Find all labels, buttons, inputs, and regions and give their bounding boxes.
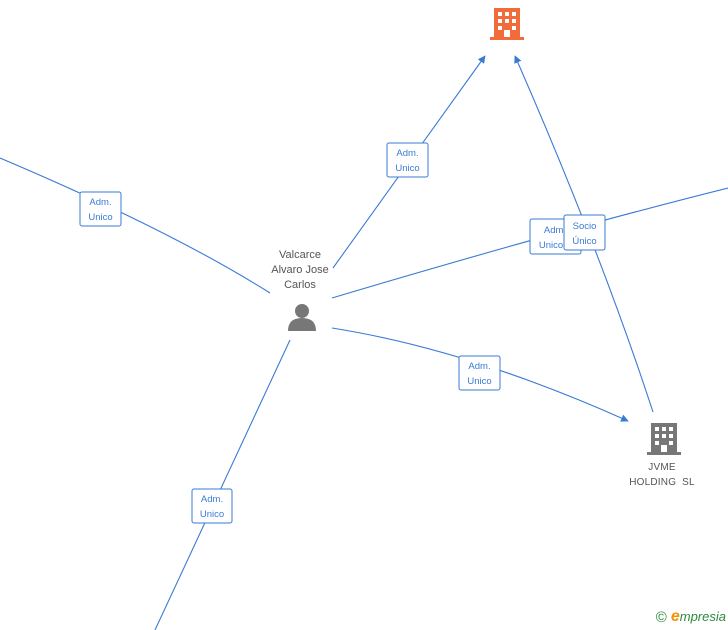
- svg-text:Unico: Unico: [88, 212, 112, 223]
- brand-logo: empresia: [670, 608, 726, 625]
- building-icon: [647, 423, 681, 455]
- edge-label-top[interactable]: Adm. Unico: [386, 142, 429, 178]
- person-name-line-1: Valcarce: [279, 249, 321, 261]
- svg-text:Adm.: Adm.: [468, 361, 490, 372]
- svg-text:Unico: Unico: [467, 376, 491, 387]
- svg-text:Unico: Unico: [395, 163, 419, 174]
- edge-label-bottom[interactable]: Adm. Unico: [191, 488, 233, 524]
- svg-text:Socio: Socio: [573, 221, 597, 232]
- person-name-line-2: Alvaro Jose: [271, 264, 328, 276]
- person-icon: [288, 304, 316, 331]
- svg-text:Adm.: Adm.: [201, 494, 223, 505]
- edge-label-socio[interactable]: Socio Único: [563, 214, 606, 251]
- person-name-line-3: Carlos: [284, 279, 316, 291]
- edge-label-left[interactable]: Adm. Unico: [79, 191, 122, 227]
- jvme-label-line-2: HOLDING SL: [629, 477, 695, 488]
- edge-bottom: [154, 339, 291, 630]
- svg-text:Único: Único: [572, 236, 596, 247]
- svg-text:Adm.: Adm.: [89, 197, 111, 208]
- jvme-label-line-1: JVME: [648, 462, 676, 473]
- svg-text:Adm.: Adm.: [544, 225, 566, 236]
- top-company-node[interactable]: [490, 8, 524, 40]
- copyright-symbol: ©: [655, 608, 667, 626]
- person-node[interactable]: Valcarce Alvaro Jose Carlos: [271, 249, 329, 331]
- empresia-watermark: © empresia: [656, 608, 726, 626]
- edge-label-jvme[interactable]: Adm. Unico: [458, 355, 501, 391]
- edge-left: [0, 157, 271, 294]
- jvme-holding-node[interactable]: JVME HOLDING SL: [629, 423, 695, 488]
- svg-text:Adm.: Adm.: [396, 148, 418, 159]
- svg-text:Unico: Unico: [539, 240, 563, 251]
- svg-text:Unico: Unico: [200, 509, 224, 520]
- building-icon: [490, 8, 524, 40]
